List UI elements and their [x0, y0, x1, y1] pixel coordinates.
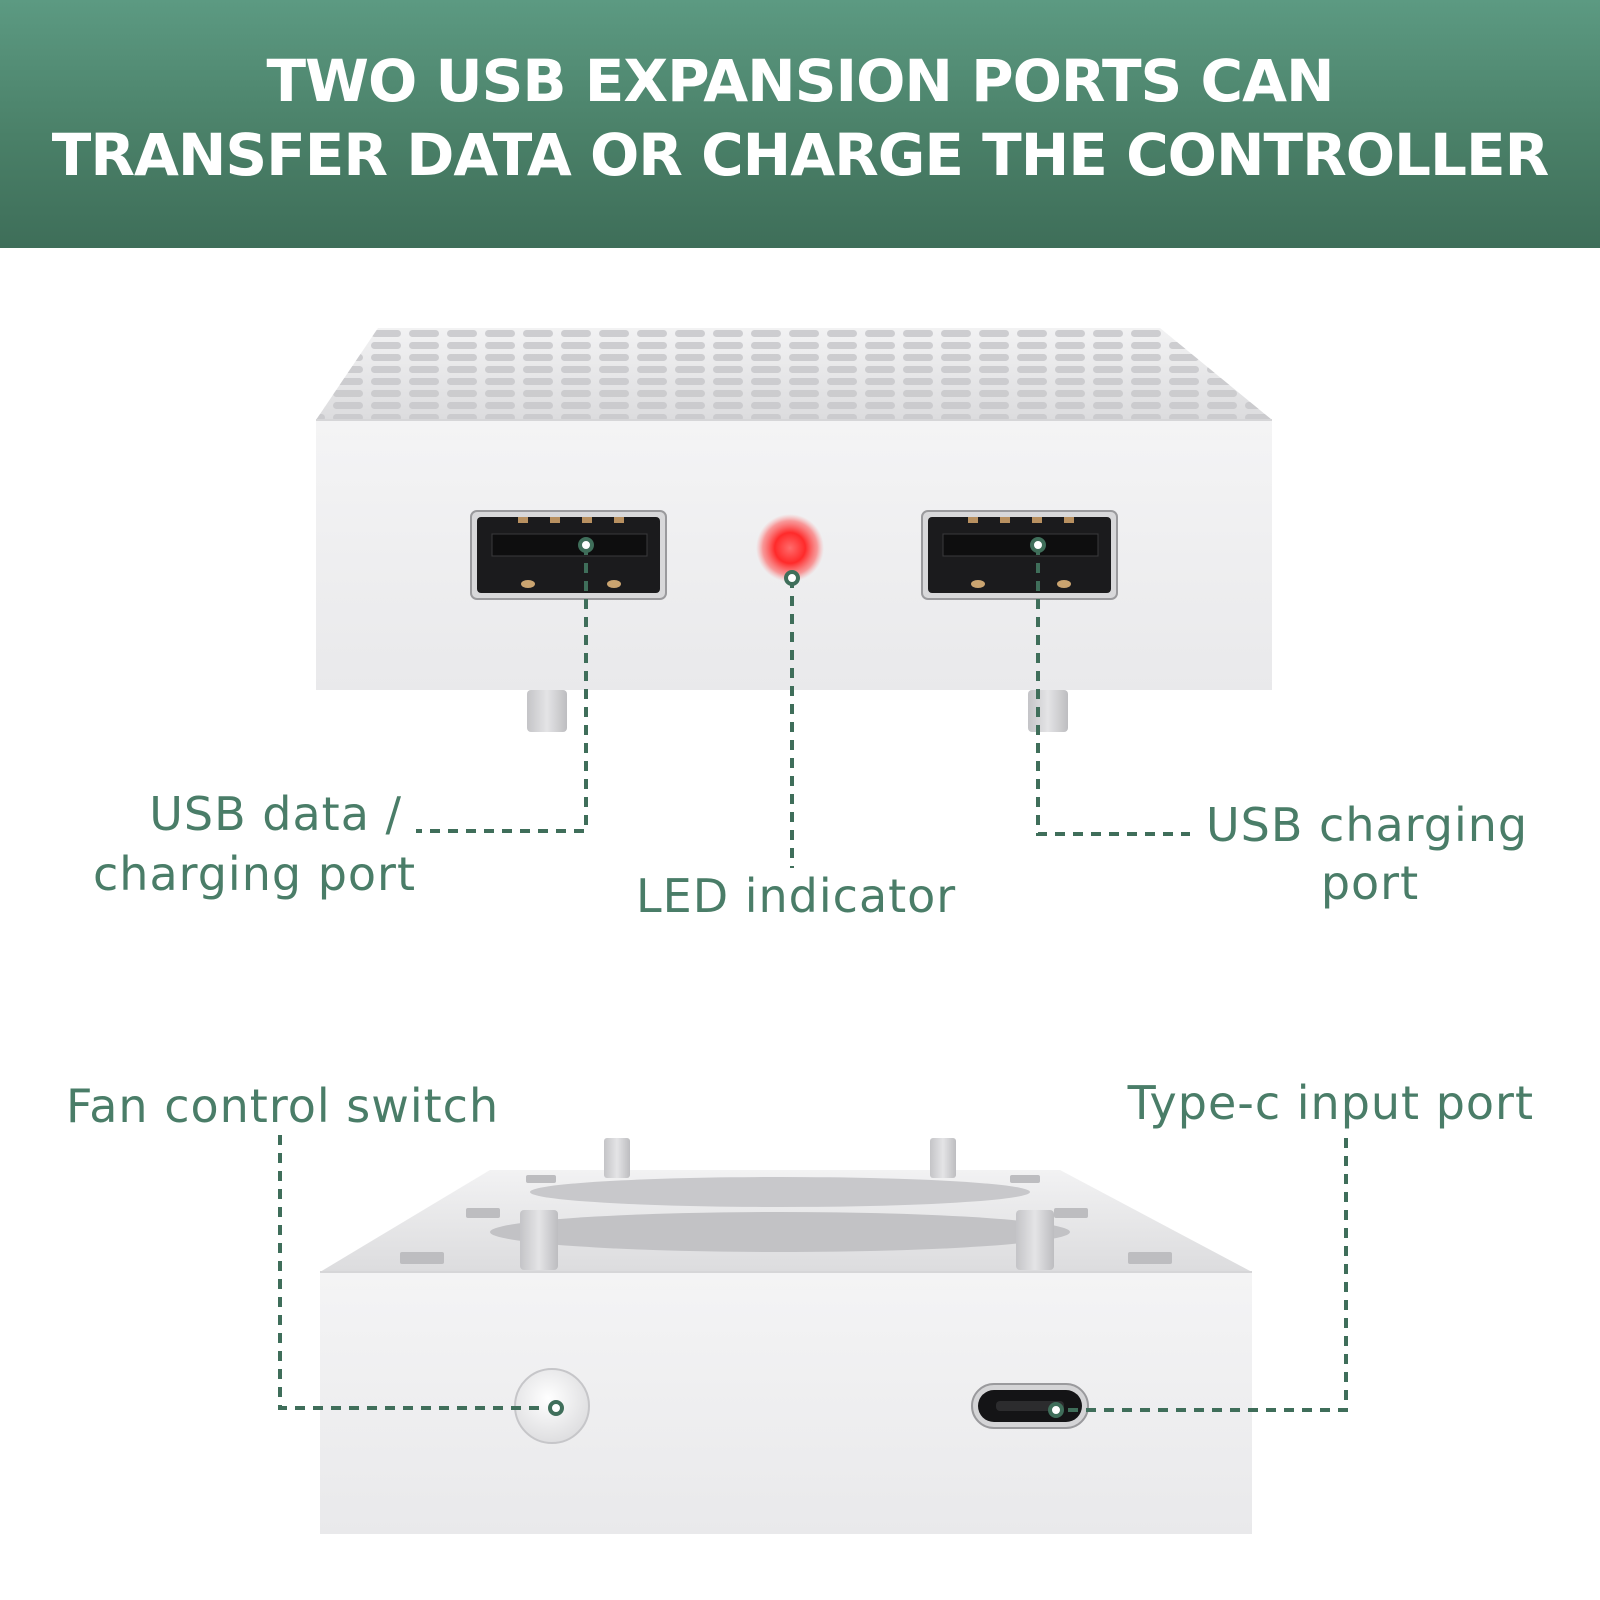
device-foot-left: [527, 690, 567, 732]
type-c-port: [971, 1383, 1089, 1429]
bottom-device: [320, 1138, 1252, 1534]
usb-data-label-line-2: charging port: [93, 847, 416, 901]
banner-title-line-1: TWO USB EXPANSION PORTS CAN: [266, 47, 1334, 115]
usb-charging-label-line-1: USB charging: [1206, 798, 1529, 852]
banner-title-line-2: TRANSFER DATA OR CHARGE THE CONTROLLER: [51, 121, 1549, 189]
device-foot-right: [1028, 690, 1068, 732]
top-device: [316, 328, 1272, 732]
fan-control-switch-label: Fan control switch: [66, 1079, 500, 1133]
leader-lines: [278, 545, 1348, 1412]
type-c-port-label: Type-c input port: [1127, 1076, 1534, 1130]
led-indicator-label: LED indicator: [636, 869, 957, 923]
usb-data-port: [470, 510, 667, 600]
callout-dots: [548, 537, 1064, 1418]
usb-charging-port: [921, 510, 1118, 600]
usb-data-label-line-1: USB data /: [149, 787, 402, 841]
usb-charging-label-line-2: port: [1320, 856, 1420, 910]
header-banner: TWO USB EXPANSION PORTS CAN TRANSFER DAT…: [0, 0, 1600, 248]
led-indicator: [756, 514, 824, 582]
